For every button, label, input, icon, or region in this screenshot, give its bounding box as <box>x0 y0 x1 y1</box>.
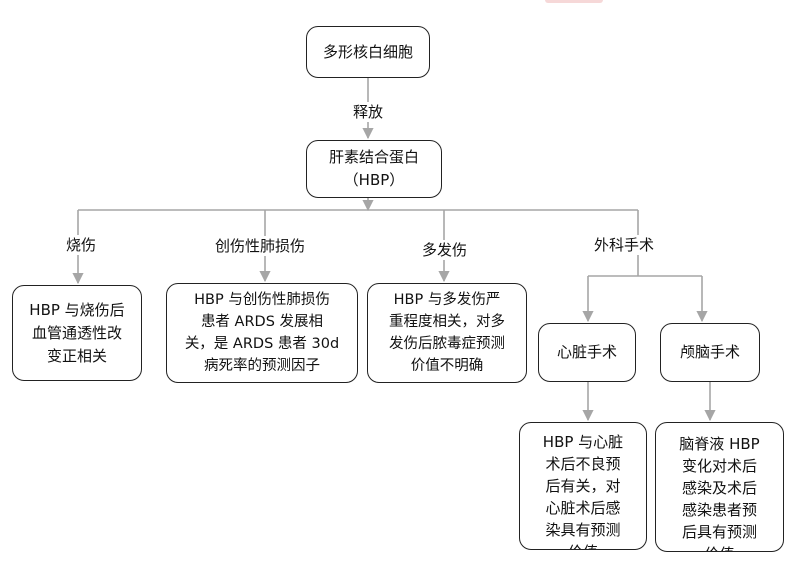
label-traumatic-lung-injury: 创伤性肺损伤 <box>213 236 308 256</box>
node-cranial-surgery: 颅脑手术 <box>660 323 760 382</box>
label-burn: 烧伤 <box>64 235 99 255</box>
node-polymorphonuclear-leukocyte: 多形核白细胞 <box>306 26 430 78</box>
node-cardiac-surgery: 心脏手术 <box>538 323 636 382</box>
label-multiple-trauma: 多发伤 <box>420 240 470 260</box>
node-burn-desc: HBP 与烧伤后 血管通透性改 变正相关 <box>12 285 142 381</box>
node-cranial-desc: 脑脊液 HBP 变化对术后 感染及术后 感染患者预 后具有预测 价值 <box>655 422 784 552</box>
label-release: 释放 <box>351 102 386 122</box>
node-cardiac-desc: HBP 与心脏 术后不良预 后有关，对 心脏术后感 染具有预测 价值 <box>519 422 647 550</box>
node-trauma-desc: HBP 与创伤性肺损伤 患者 ARDS 发展相 关，是 ARDS 患者 30d … <box>166 283 358 383</box>
node-multi-desc: HBP 与多发伤严 重程度相关，对多 发伤后脓毒症预测 价值不明确 <box>367 283 527 383</box>
label-surgery: 外科手术 <box>592 235 657 255</box>
top-edge-mark <box>545 0 603 3</box>
node-hbp: 肝素结合蛋白 （HBP） <box>306 140 442 198</box>
